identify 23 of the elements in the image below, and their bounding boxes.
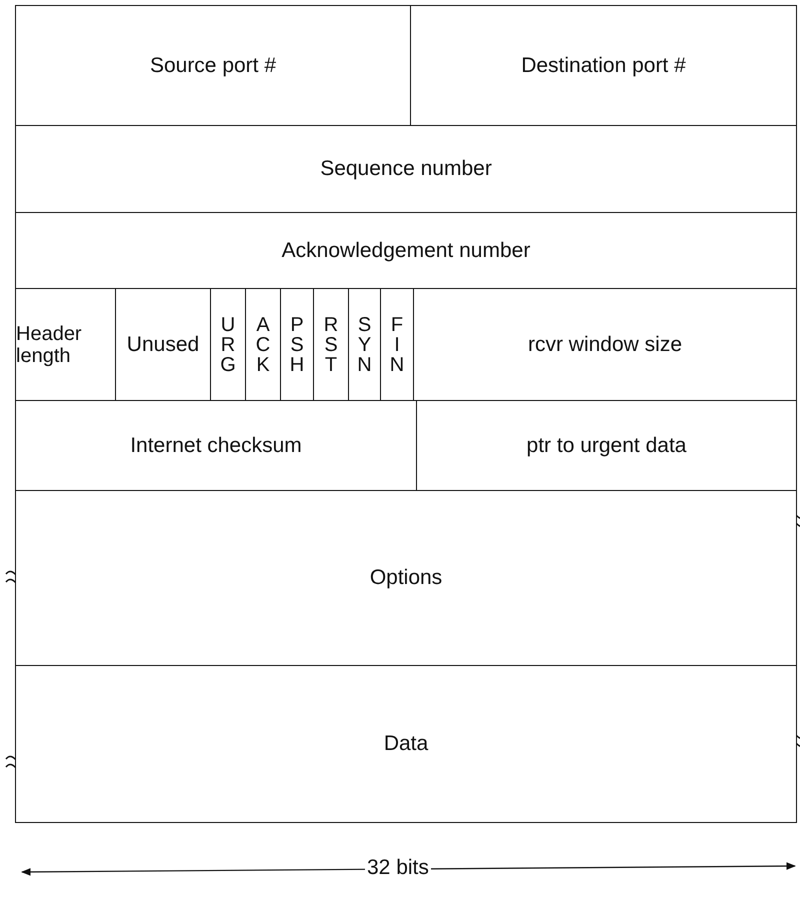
field-label: rcvr window size	[528, 332, 682, 356]
header-field	[15, 212, 797, 289]
header-field	[15, 665, 797, 823]
flag-label: ACK	[255, 314, 271, 374]
header-field	[15, 125, 797, 213]
field-label: Internet checksum	[130, 434, 302, 458]
field-label: Header length	[16, 322, 83, 366]
field-label: Source port #	[150, 54, 276, 78]
header-field	[15, 5, 411, 126]
header-field	[15, 490, 797, 666]
flag-label: URG	[220, 314, 236, 374]
field-label: Destination port #	[521, 54, 686, 78]
flag-label: RST	[323, 314, 339, 374]
flag-label: SYN	[356, 314, 372, 374]
field-label: Unused	[126, 332, 200, 356]
flag-label: PSH	[289, 314, 305, 374]
field-label: Data	[384, 732, 428, 756]
field-label: ptr to urgent data	[526, 434, 686, 458]
field-label: Options	[370, 566, 442, 590]
header-field	[410, 5, 797, 126]
field-label: Acknowledgement number	[282, 238, 530, 262]
flag-label: FIN	[389, 314, 405, 374]
field-label: Sequence number	[320, 157, 492, 181]
